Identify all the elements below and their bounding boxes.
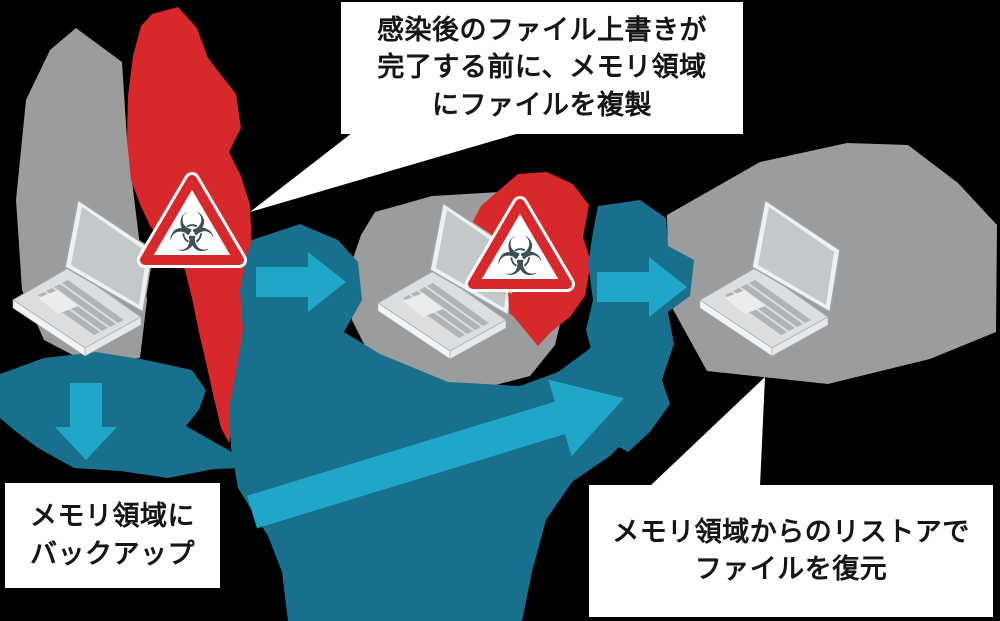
malware-blob-2-drip — [508, 292, 538, 346]
callout-memory-copy-line3: にファイルを複製 — [432, 89, 652, 121]
teal-flow-blob-main — [229, 224, 642, 621]
teal-flow-blob-right — [586, 200, 694, 452]
callout-memory-copy-line1: 感染後のファイル上書きが — [377, 15, 707, 47]
backup-down-arrow — [55, 383, 117, 460]
label-backup-line1: メモリ領域に — [30, 501, 195, 533]
top-callout-tail — [250, 133, 520, 212]
callout-memory-copy-line2: 完了する前に、メモリ領域 — [377, 52, 707, 84]
restore-callout-tail — [650, 377, 765, 486]
infection-arrow-2 — [597, 257, 687, 317]
label-backup-line2: バックアップ — [30, 538, 195, 570]
callout-restore-line1: メモリ領域からのリストアで — [612, 516, 970, 548]
restore-diagonal-arrow — [247, 379, 625, 529]
callout-restore-line2: ファイルを復元 — [694, 554, 888, 585]
label-backup-to-memory: メモリ領域に バックアップ — [5, 483, 220, 588]
teal-backup-blob — [0, 352, 247, 478]
callout-restore-from-memory: メモリ領域からのリストアで ファイルを復元 — [589, 485, 993, 617]
callout-memory-copy: 感染後のファイル上書きが 完了する前に、メモリ領域 にファイルを複製 — [341, 2, 743, 134]
infection-arrow-1 — [256, 252, 346, 312]
